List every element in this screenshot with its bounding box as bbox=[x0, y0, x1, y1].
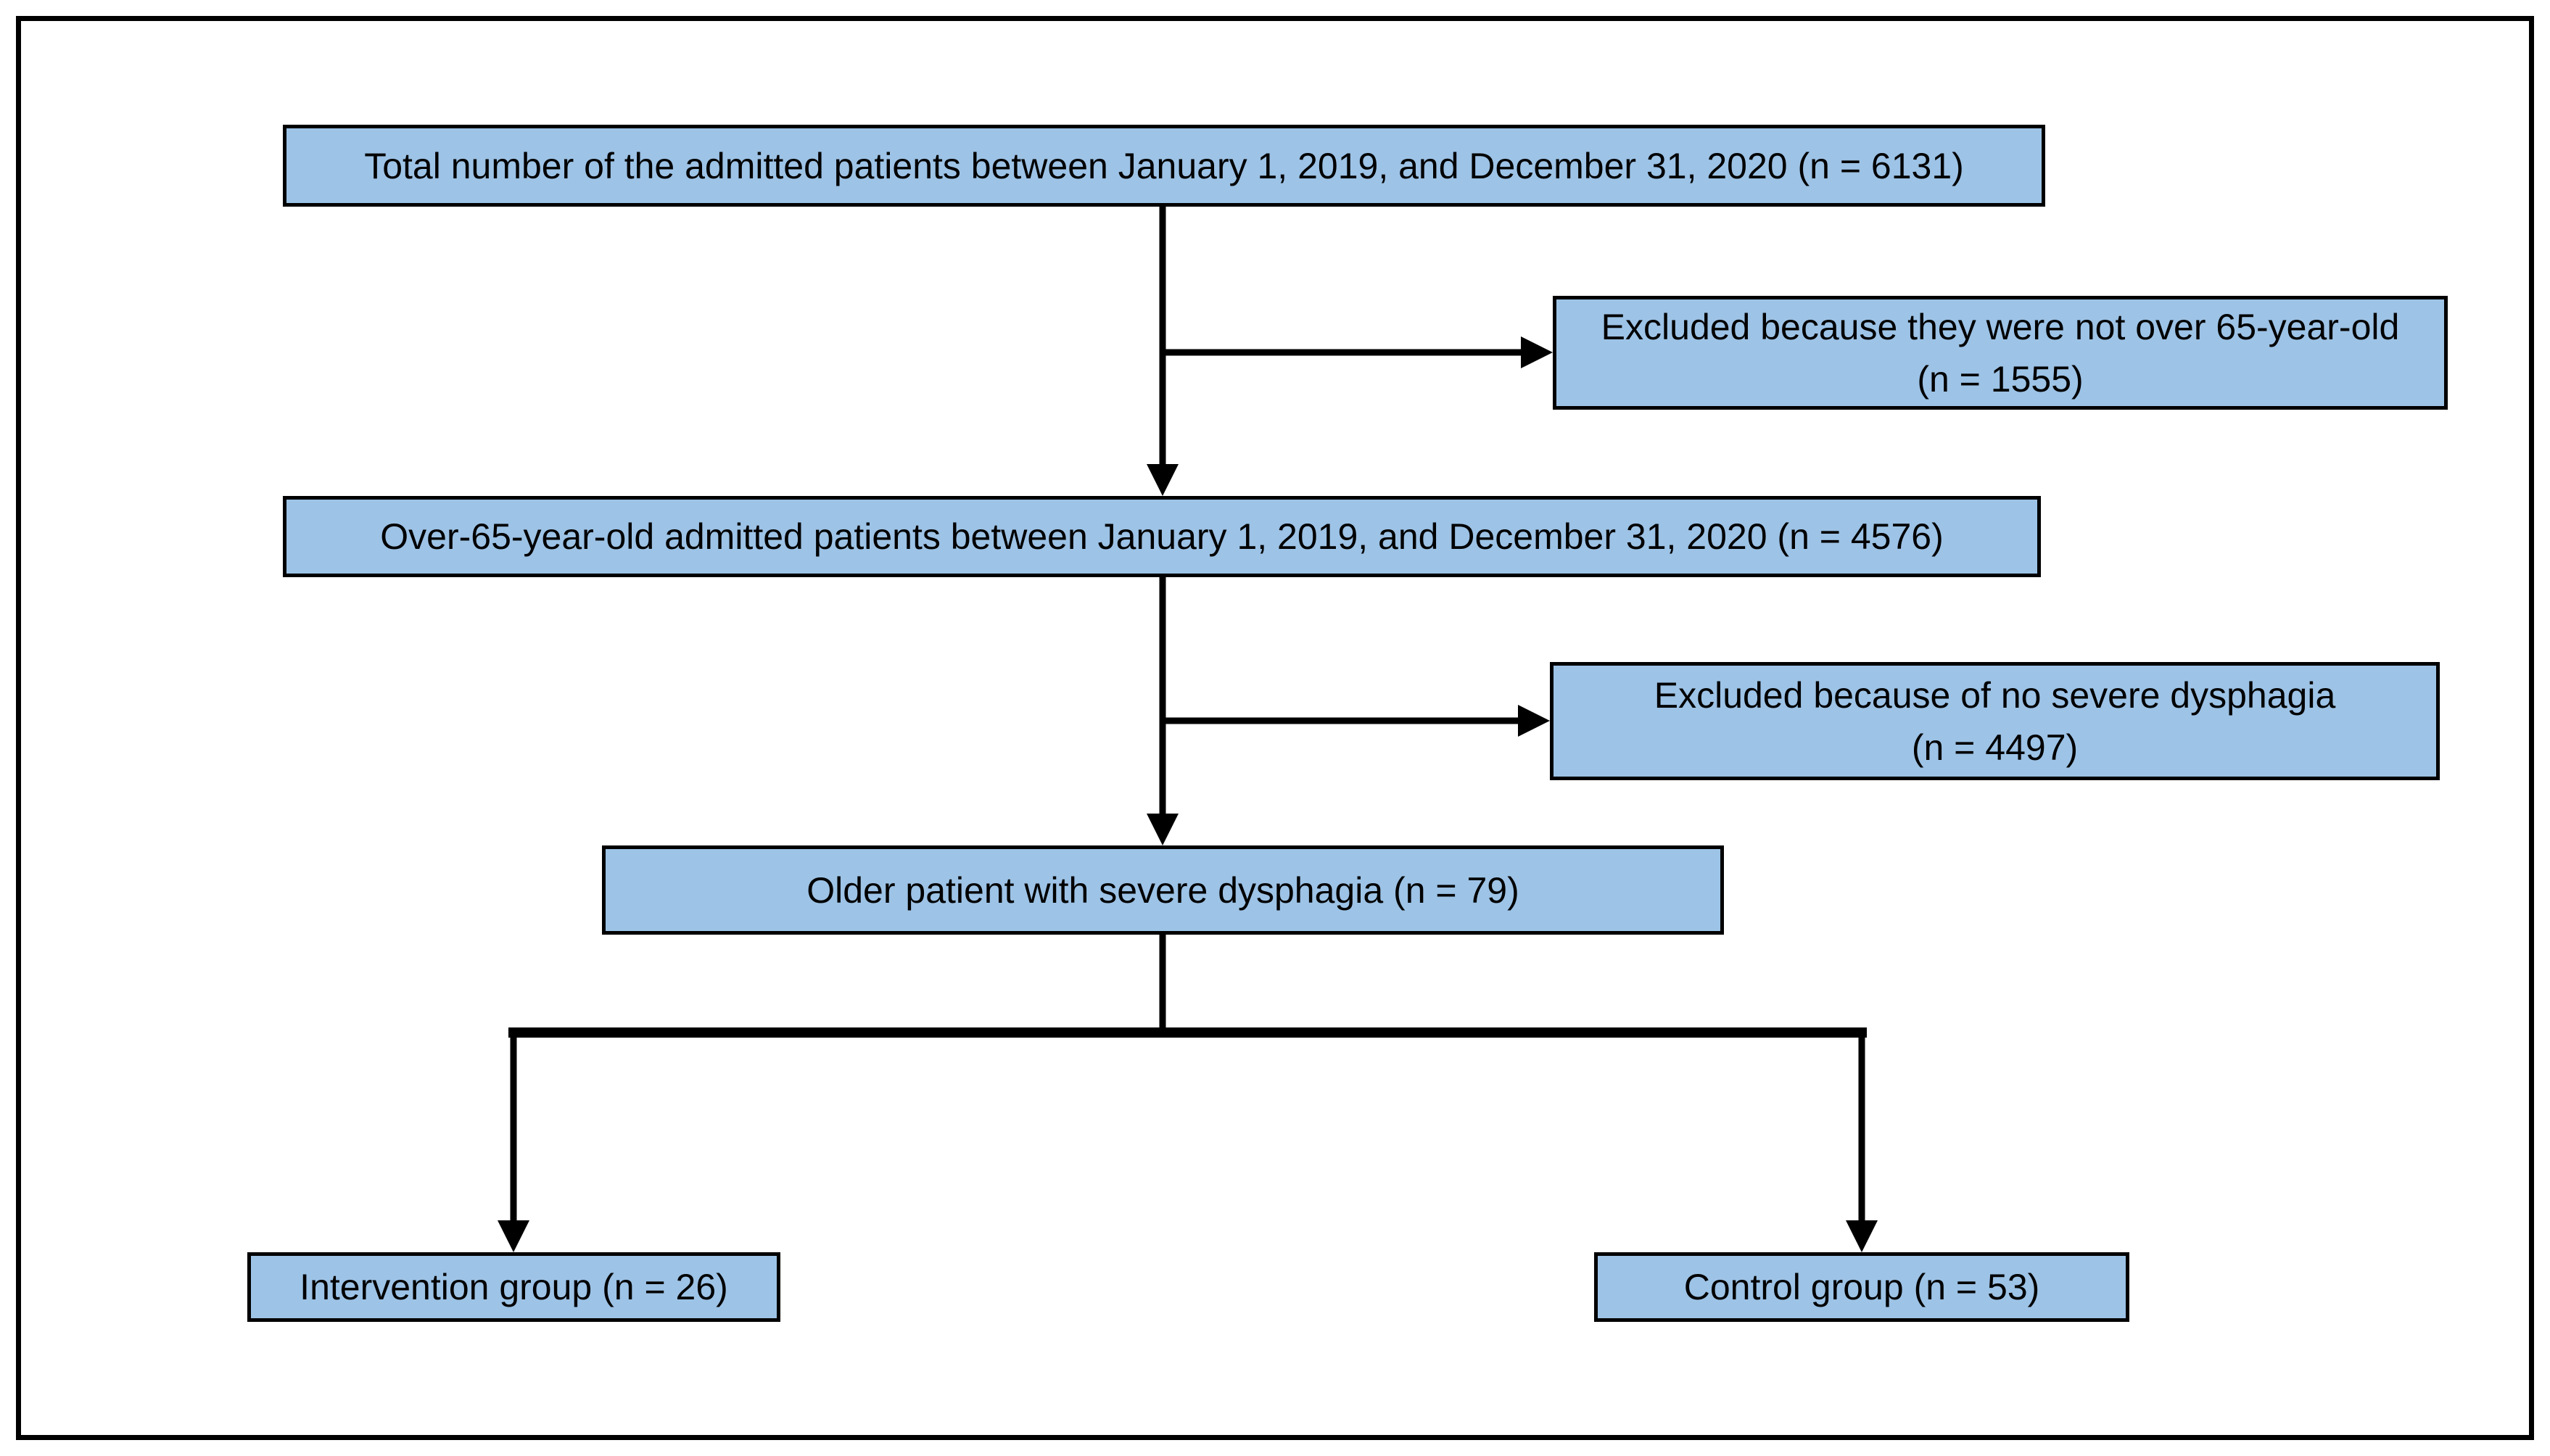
box-excluded-dysphagia-label-line2: (n = 4497) bbox=[1911, 727, 2079, 768]
arrow-down-icon bbox=[1147, 814, 1179, 845]
box-intervention-group-label: Intervention group (n = 26) bbox=[300, 1267, 728, 1307]
connector-split-to-intervention bbox=[498, 1027, 529, 1252]
box-excluded-age-label-line1: Excluded because they were not over 65-y… bbox=[1601, 306, 2400, 347]
box-excluded-age: Excluded because they were not over 65-y… bbox=[1553, 296, 2448, 410]
connector-split-to-control bbox=[1846, 1027, 1878, 1252]
arrow-down-icon bbox=[1846, 1220, 1878, 1252]
box-control-group: Control group (n = 53) bbox=[1594, 1252, 2129, 1322]
box-total-admitted-label: Total number of the admitted patients be… bbox=[364, 145, 1964, 186]
connector-total-to-over65 bbox=[1147, 207, 1179, 496]
arrow-right-icon bbox=[1518, 705, 1550, 737]
arrow-down-icon bbox=[1147, 464, 1179, 496]
box-severe-dysphagia: Older patient with severe dysphagia (n =… bbox=[602, 845, 1724, 935]
arrow-right-icon bbox=[1521, 336, 1553, 368]
box-intervention-group: Intervention group (n = 26) bbox=[247, 1252, 780, 1322]
connector-over65-to-severe bbox=[1147, 577, 1179, 845]
box-excluded-age-label-line2: (n = 1555) bbox=[1917, 358, 2084, 400]
box-control-group-label: Control group (n = 53) bbox=[1683, 1267, 2040, 1307]
connector-branch-to-excluded-age bbox=[1163, 336, 1553, 368]
box-over65-admitted-label: Over-65-year-old admitted patients betwe… bbox=[380, 516, 1944, 557]
connector-severe-to-split bbox=[508, 935, 1867, 1038]
arrow-down-icon bbox=[498, 1220, 529, 1252]
box-over65-admitted: Over-65-year-old admitted patients betwe… bbox=[283, 496, 2041, 577]
connector-branch-to-excluded-dysphagia bbox=[1163, 705, 1550, 737]
diagram-border-frame bbox=[16, 16, 2534, 1440]
box-excluded-dysphagia: Excluded because of no severe dysphagia … bbox=[1550, 662, 2440, 780]
box-total-admitted: Total number of the admitted patients be… bbox=[283, 125, 2045, 207]
box-severe-dysphagia-label: Older patient with severe dysphagia (n =… bbox=[806, 869, 1519, 911]
box-excluded-dysphagia-label-line1: Excluded because of no severe dysphagia bbox=[1654, 674, 2336, 716]
